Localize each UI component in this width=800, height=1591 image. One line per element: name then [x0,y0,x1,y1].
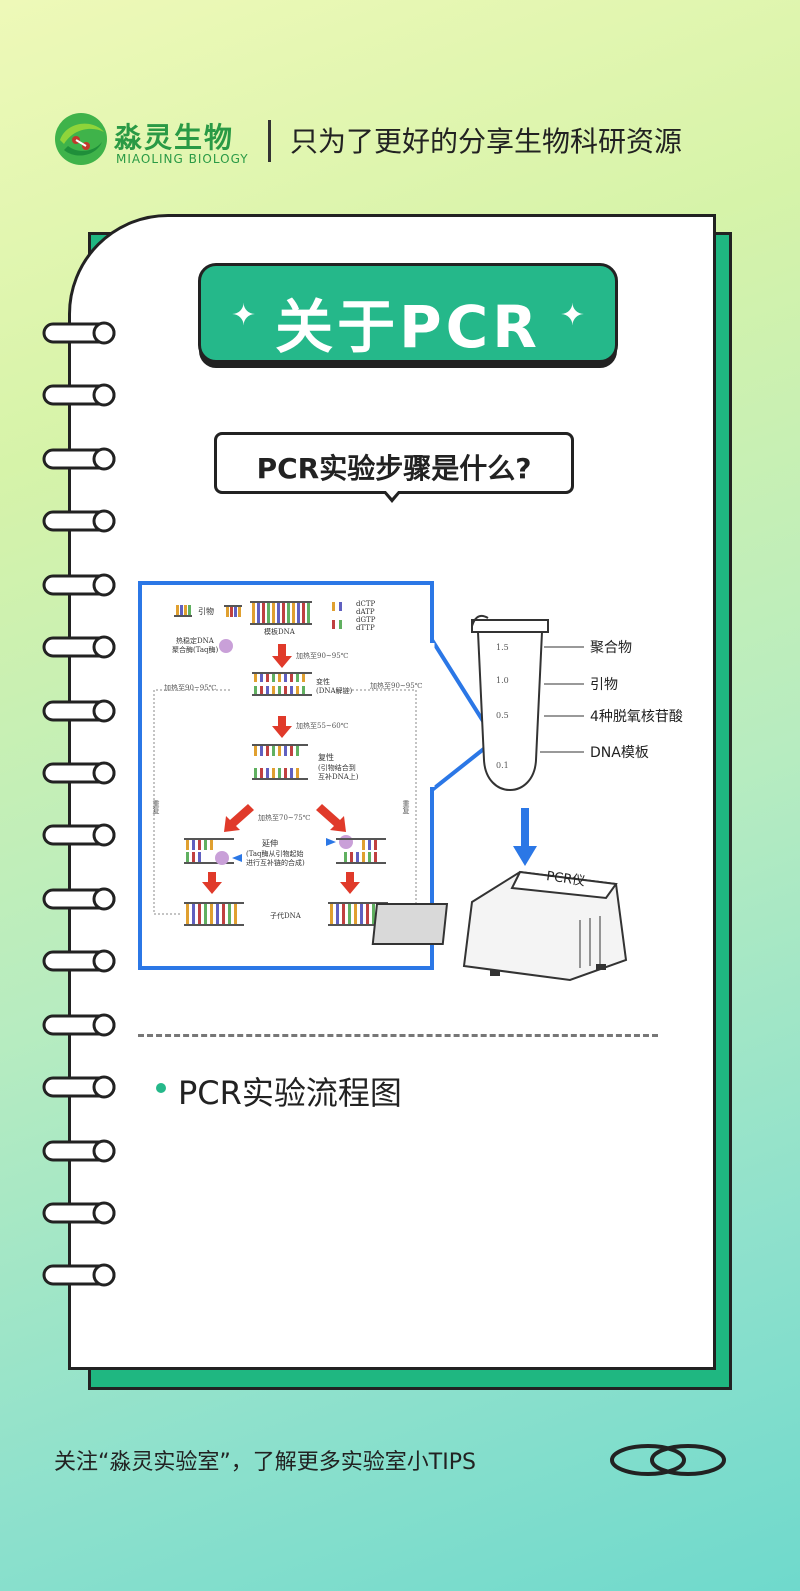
extension-dna-right-icon [336,838,386,864]
pcr-tube-icon [471,614,549,791]
dntp-label: dGTP [356,616,376,624]
ring-icon [42,1263,116,1287]
arrow-down-icon [272,716,292,738]
tube-label: 4种脱氧核苷酸 [590,709,683,725]
question-text: PCR实验步骤是什么? [256,452,532,485]
anneal-sub: 互补DNA上) [318,772,359,781]
denatured-dna-icon [252,672,312,696]
section-divider [138,1034,658,1037]
ring-icon [42,383,116,407]
chain-links-icon [610,1444,726,1476]
miaoling-logo-icon [55,113,107,165]
figure-caption: PCR实验流程图 [178,1074,402,1112]
pcr-machine-icon [371,870,628,982]
tube-scale: 0.5 [496,711,509,720]
ring-icon [42,761,116,785]
anneal-sub: (引物结合到 [318,763,356,772]
tube-scale: 1.5 [496,643,509,652]
denature-label: 变性 [316,677,330,686]
ring-icon [42,1075,116,1099]
primer-glyph-icon [224,605,242,617]
extend-heat-label: 加热至70~75℃ [258,813,311,822]
heat-right-label: 加热至90~95℃ [370,681,423,690]
template-label: 模板DNA [264,627,296,636]
dntp-icons [332,602,342,629]
pcr-figure: 引物 模板DNA dCTP dATP dGTP dTTP 热稳定DNA 聚合酶(… [138,581,683,982]
ring-icon [42,949,116,973]
tube-scale: 1.0 [496,676,509,685]
arrow-down-icon [202,872,222,894]
repeat-label: 重复 [152,800,160,815]
tube-label: DNA模板 [590,745,649,761]
polymerase-icon [215,851,229,865]
ring-icon [42,635,116,659]
bullet-dot [156,1083,166,1093]
ring-icon [42,887,116,911]
extension-dna-left-icon [184,838,234,864]
ring-icon [42,509,116,533]
heat-left-label: 加热至90~95℃ [164,683,217,692]
extend-label: 延伸 [262,838,278,848]
tube-scale: 0.1 [496,761,509,770]
ring-icon [42,573,116,597]
arrow-right-icon [326,838,336,846]
dntp-label: dCTP [356,600,376,608]
polymerase-icon [339,835,353,849]
heat-label: 加热至90~95℃ [296,651,349,660]
tagline: 只为了更好的分享生物科研资源 [290,125,683,158]
annealing-dna-icon [252,744,308,780]
footer-text: 关注“淼灵实验室”，了解更多实验室小TIPS [54,1450,476,1475]
anneal-label: 复性 [318,752,334,762]
polymerase-label: 聚合酶(Taq酶) [172,645,219,654]
dntp-label: dTTP [356,624,375,632]
ring-icon [42,1139,116,1163]
primer-label: 引物 [198,606,214,616]
ring-icon [42,447,116,471]
tube-label: 引物 [590,677,618,693]
ring-icon [42,321,116,345]
sparkle-icon: ✦ [559,298,585,333]
denature-sub: (DNA解链) [316,686,353,695]
repeat-label: 重复 [402,800,410,815]
template-dna-icon [250,601,312,625]
title-banner: ✦ 关于PCR ✦ [198,263,618,363]
polymerase-label: 热稳定DNA [176,636,215,645]
arrow-down-icon [272,644,292,668]
ring-icon [42,699,116,723]
arrow-down-icon [513,846,537,866]
dntp-label: dATP [356,608,375,616]
cool-label: 加热至55~60℃ [296,721,349,730]
sparkle-icon: ✦ [231,298,257,333]
polymerase-icon [219,639,233,653]
arrow-down-icon [340,872,360,894]
header-divider [268,120,271,162]
extend-sub: 进行互补链的合成) [246,858,305,867]
primer-glyph-icon [174,605,192,617]
daughter-dna-icon [328,902,388,926]
arrow-down-left-icon [224,804,254,832]
machine-label: PCR仪 [545,869,586,889]
tube-label: 聚合物 [590,640,632,656]
ring-icon [42,1201,116,1225]
page-title: 关于PCR [275,293,541,361]
brand-name: 淼灵生物 [114,121,235,154]
ring-icon [42,823,116,847]
header: 淼灵生物 MIAOLING BIOLOGY 只为了更好的分享生物科研资源 [52,110,752,170]
product-label: 子代DNA [270,911,302,920]
arrow-left-icon [232,854,242,862]
daughter-dna-icon [184,902,244,926]
brand-name-en: MIAOLING BIOLOGY [116,152,249,166]
extend-sub: (Taq酶从引物起始 [246,849,304,858]
arrow-down-right-icon [316,804,346,832]
ring-icon [42,1013,116,1037]
